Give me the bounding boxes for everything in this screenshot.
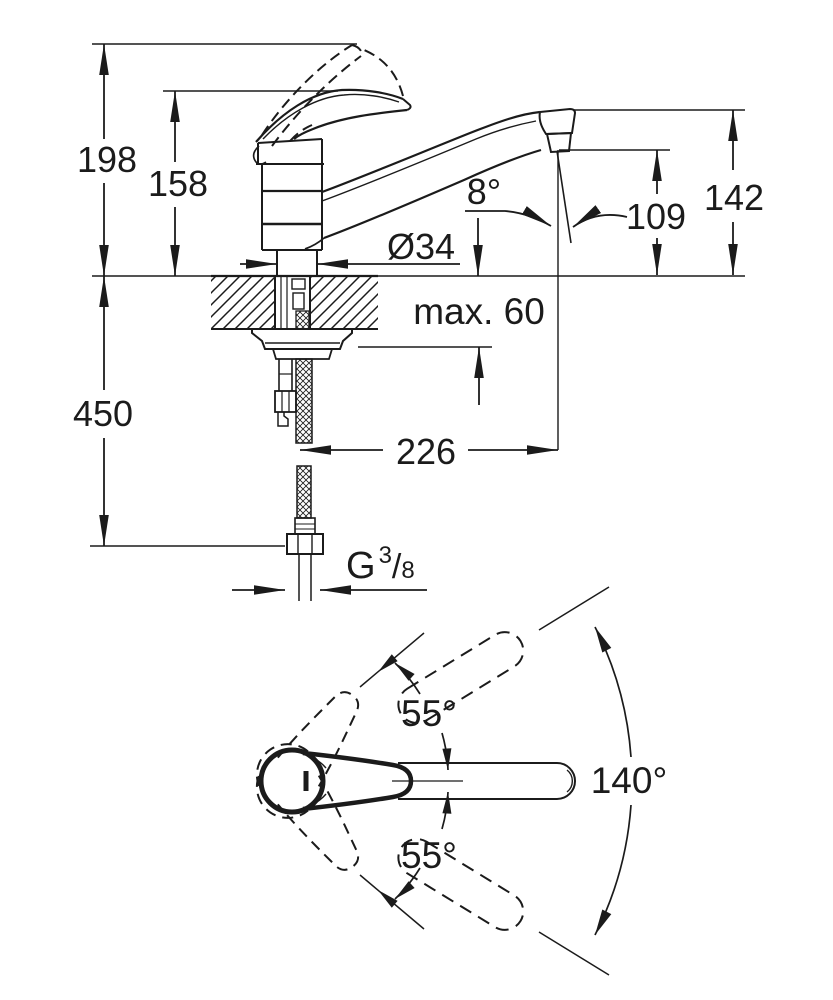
reference-lines [90, 43, 745, 547]
spout-plan [392, 762, 576, 800]
dim-lever-height: 158 [148, 163, 208, 204]
supply-hose [286, 358, 324, 601]
top-view [255, 586, 632, 976]
lever-handle [252, 88, 412, 165]
angle-leader [465, 206, 552, 227]
mounting-hardware [251, 329, 353, 427]
top-view-labels: 55° 55° 140° [401, 693, 667, 876]
label-max-deck-thickness: max. 60 [413, 291, 545, 332]
handle-plan [258, 747, 414, 815]
thread-numerator: 3 [379, 542, 392, 569]
label-lever-swing-lower: 55° [401, 835, 457, 876]
dim-spout-height: 142 [704, 177, 764, 218]
handle-swing-dashed [255, 691, 360, 871]
dim-outlet-clearance: 109 [626, 196, 686, 237]
spout-swivel-dashed [397, 631, 525, 931]
dim-hose-length: 450 [73, 393, 133, 434]
dim-projection: 226 [396, 431, 456, 472]
label-outlet-angle: 8° [467, 171, 501, 212]
front-view [90, 43, 745, 601]
thread-denominator: 8 [401, 557, 414, 584]
mounting-shank [274, 277, 311, 330]
thread-prefix: G [346, 545, 376, 587]
clearance-leader [572, 205, 628, 228]
lever-raised-dashed [261, 44, 404, 147]
aerator-outlet [545, 131, 573, 154]
angle-arrowheads [378, 627, 612, 935]
label-swivel-range: 140° [591, 760, 668, 801]
front-view-labels: 198 158 142 109 8° Ø34 max. 60 450 226 G… [73, 139, 764, 587]
label-lever-swing-upper: 55° [401, 693, 457, 734]
dim-overall-height: 198 [77, 139, 137, 180]
faucet-body [256, 138, 324, 276]
spout [304, 107, 577, 250]
thread-slash: / [392, 548, 402, 586]
dimension-lines [99, 44, 738, 595]
hex-nut [286, 533, 324, 555]
label-body-diameter: Ø34 [387, 226, 455, 267]
counter-section-hatch [211, 277, 378, 329]
